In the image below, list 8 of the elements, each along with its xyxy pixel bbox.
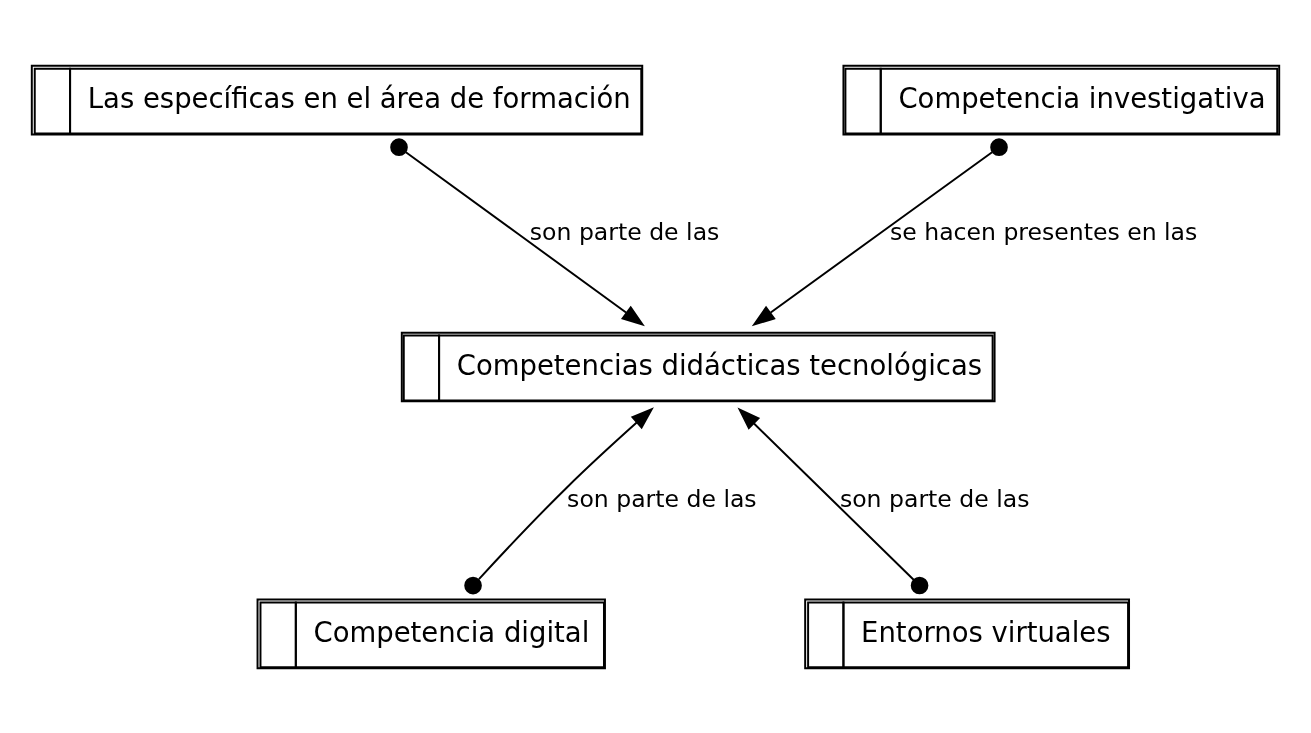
edge-label: son parte de las [529,217,720,246]
arrow [751,137,1008,326]
arrow [737,406,929,594]
edge-label: son parte de las [567,484,757,513]
edge-label: se hacen presentes en las [889,217,1198,246]
edge-label: son parte de las [839,484,1030,513]
arrow [464,406,654,594]
arrow [390,137,645,326]
